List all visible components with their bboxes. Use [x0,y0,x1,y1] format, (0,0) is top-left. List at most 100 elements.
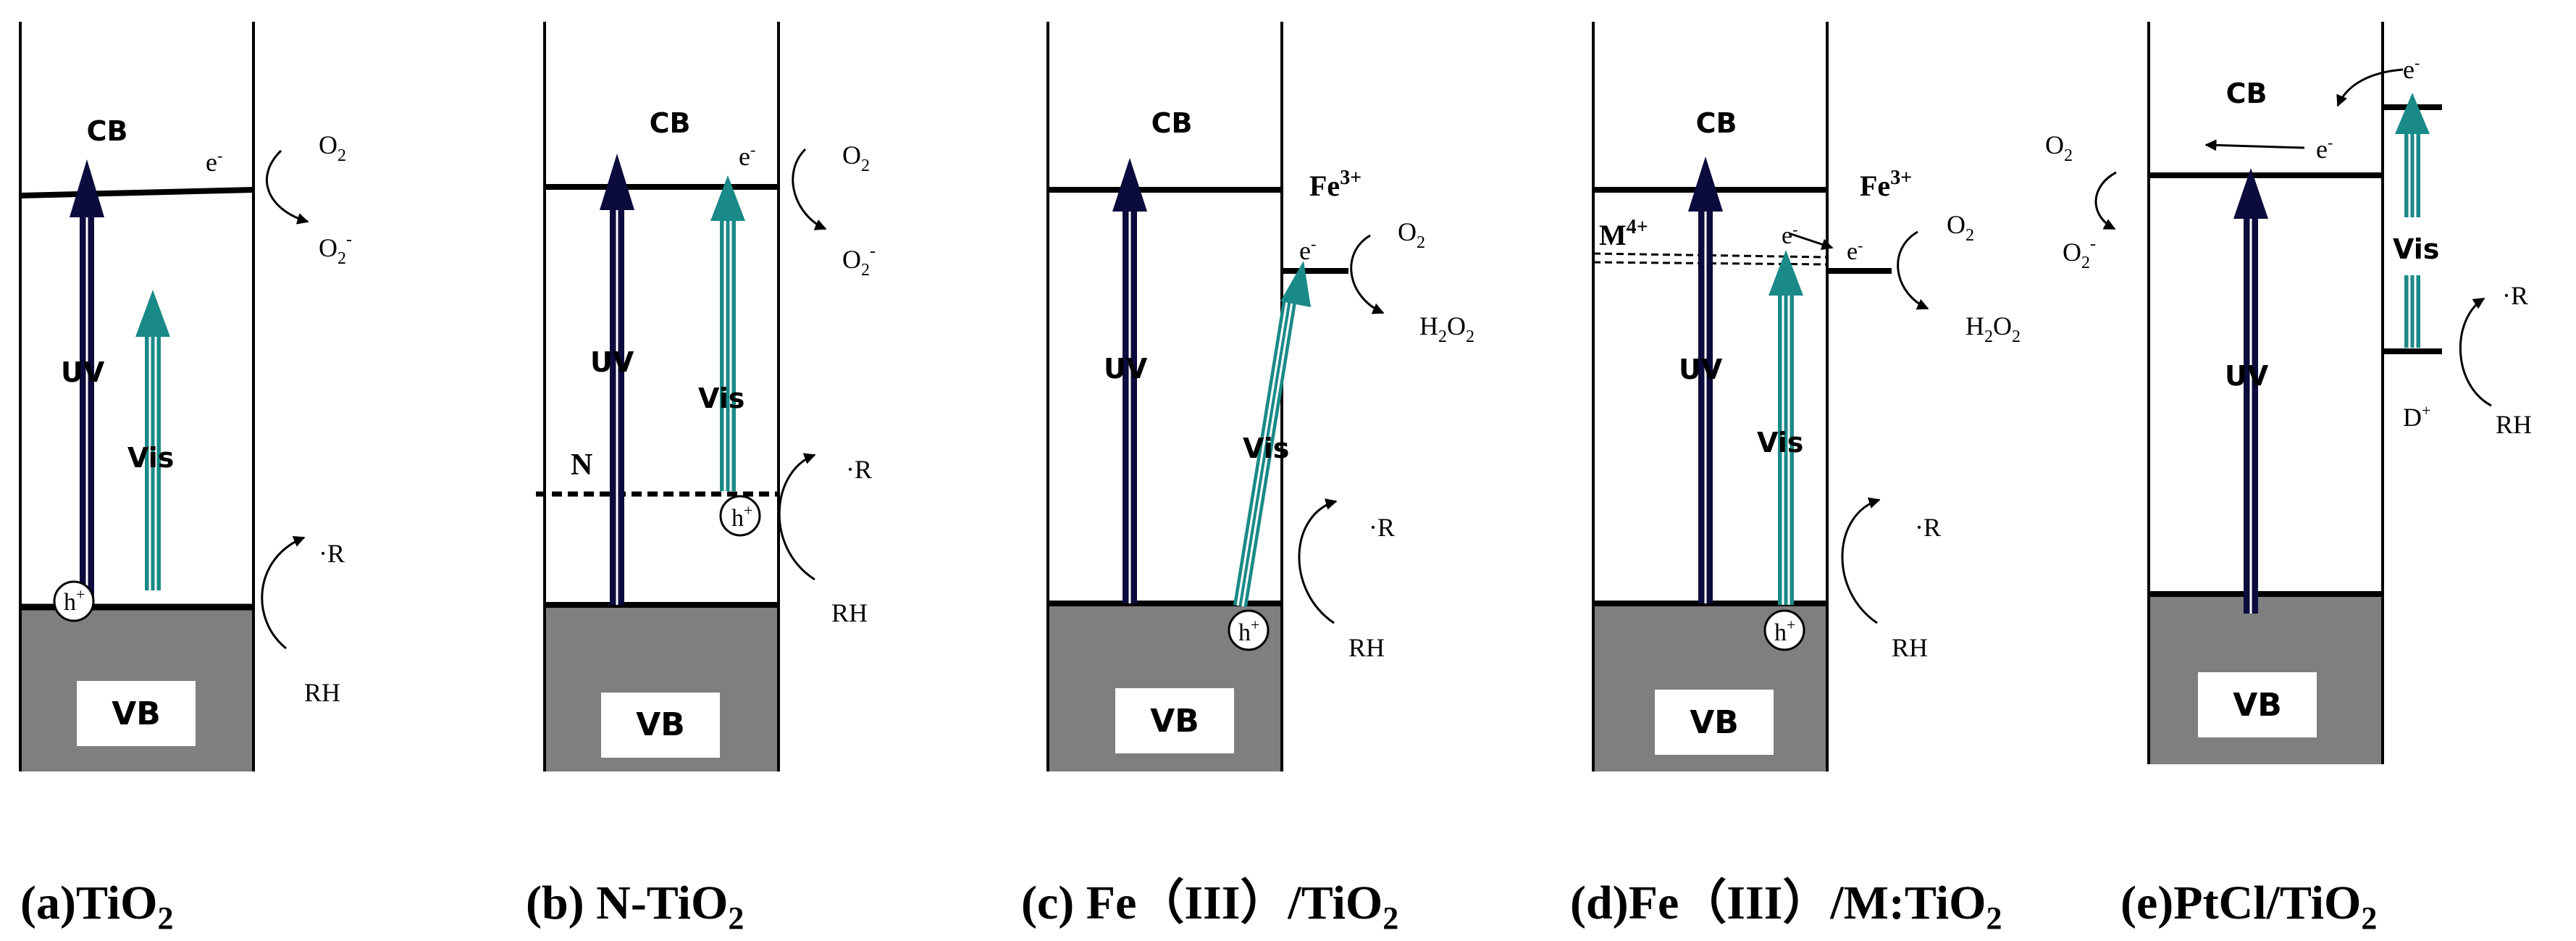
vb-label-box [77,681,196,746]
o2-label: O2 [1398,217,1425,252]
n-dopant-label: N [571,448,592,482]
rh-oxidation-arrow [261,535,306,650]
vb-label: VB [2233,687,2282,724]
electron-injection-arrow [2336,68,2404,107]
vis-arrow [2395,93,2430,348]
electron-label-fe: e- [1847,236,1863,265]
electron-transfer-arrow [1788,232,1834,251]
radical-label: ·R [1369,513,1395,542]
vis-label: Vis [2393,233,2439,265]
caption-d: (d)Fe（III）/M:TiO2 [1570,876,2002,936]
vis-label: Vis [127,442,174,474]
radical-label: ·R [846,455,872,484]
cb-label: CB [1696,107,1737,139]
o2-reduction-arrow [2094,171,2117,230]
o2-label: O2 [842,141,870,175]
electron-label: e- [1299,235,1316,265]
panel-d: M4+ Fe3+ VB CB UV Vis h+ e- e- O2 H2O2 ·… [1570,22,2021,936]
hole-label: h+ [64,585,85,616]
vis-label: Vis [1243,432,1289,464]
vis-arrow [1769,250,1803,605]
cb-label: CB [650,107,691,139]
electron-label-ptcl: e- [2403,54,2420,84]
electron-label: e- [739,141,755,171]
fe-label: Fe3+ [1860,167,1912,202]
uv-label: UV [1104,353,1148,385]
superoxide-label: O2- [842,242,876,280]
vb-label: VB [112,695,161,732]
vis-arrow [135,290,170,590]
rh-label: RH [1348,633,1385,662]
panel-a: VB CB UV Vis h+ e- O2 O2- ·R RH (a)TiO2 [19,22,352,936]
o2-label: O2 [319,130,346,165]
vb-label-box [2198,672,2317,737]
hole-circle [719,495,761,537]
electron-label-m: e- [1782,220,1797,249]
vis-arrow [710,175,745,491]
cb-label: CB [1151,107,1193,139]
vb-label-box [601,693,720,758]
o2-reduction-arrow [1350,234,1385,314]
radical-label: ·R [1915,513,1941,542]
hole-circle [1763,609,1805,651]
panel-b: N VB CB UV Vis h+ e- O2 O2- ·R RH (b) N-… [526,22,876,936]
hole-label: h+ [1238,616,1259,646]
caption-b: (b) N-TiO2 [526,877,744,936]
rh-label: RH [831,598,868,627]
h2o2-label: H2O2 [1965,311,2021,346]
vb-label: VB [1150,703,1199,740]
uv-label: UV [2225,360,2269,392]
hole-circle [1228,609,1270,651]
uv-label: UV [590,346,634,378]
cb-label: CB [2226,78,2267,109]
panel-e: VB CB UV Vis e- e- O2 O2- ·R D+ RH (e)Pt… [2045,22,2532,936]
o2-reduction-arrow [1897,230,1929,310]
vis-arrow [1233,261,1311,607]
rh-label: RH [2496,410,2532,439]
vb-label-box [1655,690,1774,755]
vb-label: VB [1690,704,1739,741]
superoxide-label: O2- [319,230,352,268]
vis-label: Vis [1757,427,1803,459]
caption-a: (a)TiO2 [20,877,173,936]
uv-arrow [2233,168,2268,614]
caption-c: (c) Fe（III）/TiO2 [1021,876,1398,936]
rh-oxidation-arrow [2459,297,2492,407]
donor-label: D+ [2403,401,2430,432]
o2-label: O2 [1947,210,1974,245]
rh-oxidation-arrow [1298,498,1338,624]
electron-label-cb: e- [2316,133,2333,164]
cb-edge [20,187,254,198]
uv-label: UV [1679,354,1723,385]
hole-circle [53,580,95,622]
cb-label: CB [87,115,128,147]
o2-reduction-arrow [792,148,827,230]
rh-oxidation-arrow [778,453,816,581]
o2-label: O2 [2045,130,2073,165]
m-label: M4+ [1599,216,1648,251]
cb-electron-transfer-arrow [2204,139,2305,151]
h2o2-label: H2O2 [1419,311,1474,346]
uv-arrow [70,159,104,601]
hole-label: h+ [731,501,752,532]
uv-arrow [1688,156,1723,603]
superoxide-label: O2- [2063,235,2096,272]
panel-c: Fe3+ VB CB UV Vis h+ e- O2 H2O2 ·R RH (c… [1021,22,1474,936]
vis-label: Vis [698,382,744,414]
radical-label: ·R [319,539,345,568]
uv-arrow [600,154,634,605]
uv-label: UV [61,356,105,388]
rh-label: RH [304,678,340,707]
caption-e: (e)PtCl/TiO2 [2120,877,2377,936]
rh-oxidation-arrow [1841,497,1881,624]
vb-label-box [1115,688,1234,753]
radical-label: ·R [2502,281,2528,310]
fe-label: Fe3+ [1309,167,1362,202]
rh-label: RH [1892,633,1928,662]
electron-label: e- [206,146,222,177]
hole-label: h+ [1774,616,1795,646]
uv-arrow [1112,158,1147,603]
vb-label: VB [636,706,685,743]
o2-reduction-arrow [266,149,309,225]
